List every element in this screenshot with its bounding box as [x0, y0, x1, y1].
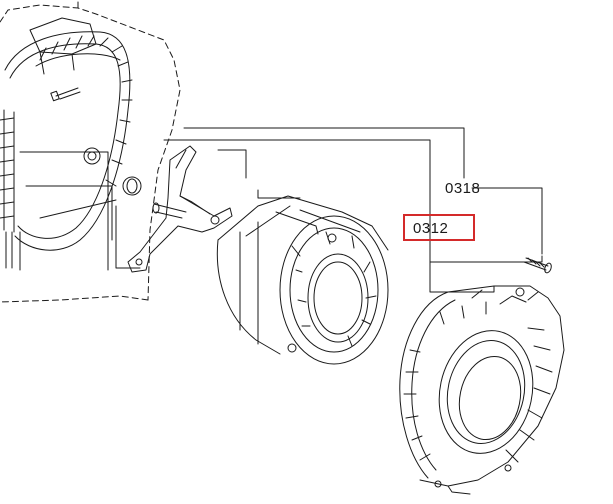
- leader-lines: [115, 127, 543, 293]
- screw: [523, 257, 552, 274]
- motor-cover: [399, 285, 565, 495]
- drum-spider: [122, 145, 233, 273]
- callout-0312-label: 0312: [413, 220, 449, 237]
- callout-0312-highlight-box: [403, 214, 475, 241]
- callout-0318-label: 0318: [445, 180, 481, 197]
- tub-rear-half: [0, 0, 181, 303]
- motor-stator: [216, 195, 389, 365]
